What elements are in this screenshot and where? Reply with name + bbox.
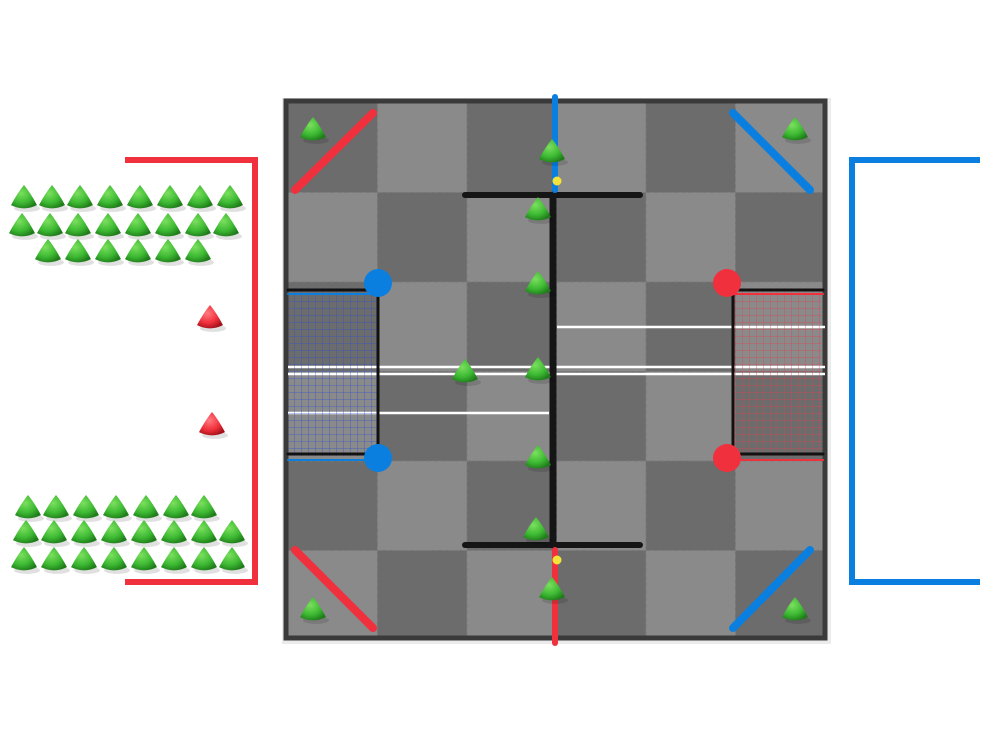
red-triball — [199, 412, 225, 436]
preload-green-triball — [219, 547, 245, 571]
foam-tile — [735, 102, 826, 193]
elevation-cap-marker — [552, 176, 562, 186]
foam-tile — [556, 460, 647, 551]
foam-tile — [735, 550, 826, 641]
preload-green-triball — [11, 547, 37, 571]
foam-tile — [556, 550, 647, 641]
blue-goal-post-cap — [364, 444, 392, 472]
foam-tile — [645, 550, 736, 641]
preload-green-triball — [217, 185, 243, 209]
foam-tile — [287, 550, 378, 641]
green-triball — [525, 357, 551, 381]
preload-green-triball — [157, 185, 183, 209]
preload-green-triball — [97, 185, 123, 209]
preload-green-triball — [41, 547, 67, 571]
foam-tile — [287, 460, 378, 551]
preload-green-triball — [125, 239, 151, 263]
foam-tile — [466, 102, 557, 193]
red-matchload-bar — [291, 109, 377, 194]
foam-tile — [466, 371, 557, 462]
preload-green-triball — [13, 520, 39, 544]
red-triball — [197, 305, 223, 329]
preload-green-triball — [65, 213, 91, 237]
foam-tile — [556, 192, 647, 283]
foam-tile — [645, 192, 736, 283]
preload-green-triball — [11, 185, 37, 209]
green-triball — [539, 577, 565, 601]
red-goal-post-cap — [713, 444, 741, 472]
preload-green-triball — [191, 520, 217, 544]
green-triball — [782, 597, 808, 621]
preload-green-triball — [133, 495, 159, 519]
preload-green-triball — [127, 185, 153, 209]
preload-green-triball — [161, 520, 187, 544]
preload-green-triball — [41, 520, 67, 544]
blue-goal-net — [288, 288, 378, 456]
foam-tile — [377, 102, 468, 193]
red-matchload-bar — [291, 546, 377, 632]
green-triball — [452, 359, 478, 383]
foam-tile — [377, 281, 468, 372]
red-goal-post-cap — [713, 269, 741, 297]
preload-green-triball — [101, 520, 127, 544]
green-triball — [523, 517, 549, 541]
red-goal-net — [733, 288, 823, 456]
preload-green-triball — [95, 213, 121, 237]
foam-tile — [377, 371, 468, 462]
preload-green-triball — [219, 520, 245, 544]
foam-tile — [377, 550, 468, 641]
red-alliance-station-outline — [125, 157, 258, 585]
green-triball — [525, 445, 551, 469]
preload-green-triball — [67, 185, 93, 209]
preload-green-triball — [39, 185, 65, 209]
foam-tile — [377, 192, 468, 283]
preload-green-triball — [185, 213, 211, 237]
preload-green-triball — [155, 239, 181, 263]
green-triball — [525, 197, 551, 221]
foam-tile — [287, 192, 378, 283]
foam-tile — [556, 102, 647, 193]
preload-green-triball — [71, 547, 97, 571]
foam-tile — [556, 371, 647, 462]
preload-green-triball — [37, 213, 63, 237]
preload-green-triball — [161, 547, 187, 571]
preload-green-triball — [125, 213, 151, 237]
preload-green-triball — [9, 213, 35, 237]
foam-tile — [645, 460, 736, 551]
green-triball — [539, 139, 565, 163]
elevation-cap-marker — [552, 555, 562, 565]
preload-green-triball — [213, 213, 239, 237]
preload-green-triball — [15, 495, 41, 519]
blue-matchload-bar — [729, 109, 814, 194]
preload-green-triball — [185, 239, 211, 263]
preload-green-triball — [65, 239, 91, 263]
preload-green-triball — [35, 239, 61, 263]
foam-tile — [645, 102, 736, 193]
blue-matchload-bar — [729, 546, 814, 632]
preload-green-triball — [95, 239, 121, 263]
preload-green-triball — [131, 520, 157, 544]
preload-green-triball — [191, 547, 217, 571]
preload-green-triball — [191, 495, 217, 519]
preload-green-triball — [73, 495, 99, 519]
green-triball — [525, 271, 551, 295]
preload-green-triball — [187, 185, 213, 209]
preload-green-triball — [155, 213, 181, 237]
green-triball — [300, 117, 326, 141]
preload-green-triball — [103, 495, 129, 519]
preload-green-triball — [131, 547, 157, 571]
preload-green-triball — [71, 520, 97, 544]
green-triball — [782, 117, 808, 141]
preload-green-triball — [101, 547, 127, 571]
foam-tile — [735, 460, 826, 551]
green-triball — [300, 597, 326, 621]
blue-alliance-station-outline — [849, 157, 980, 585]
preload-green-triball — [43, 495, 69, 519]
foam-tile — [735, 192, 826, 283]
blue-goal-post-cap — [364, 269, 392, 297]
foam-tile — [377, 460, 468, 551]
preload-green-triball — [163, 495, 189, 519]
